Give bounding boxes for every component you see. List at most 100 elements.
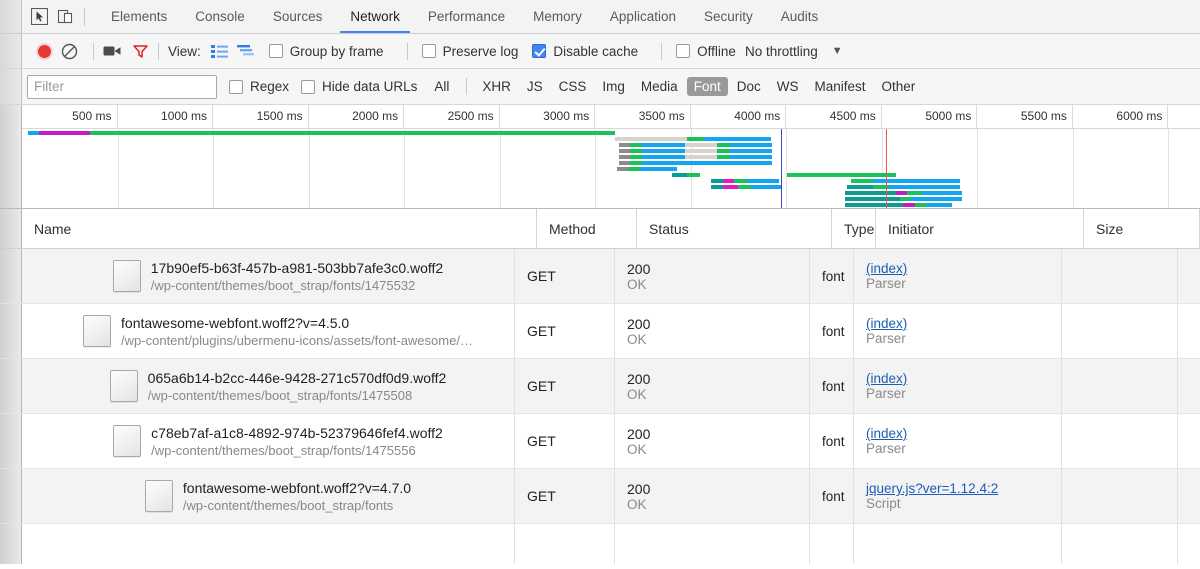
tab-security[interactable]: Security (690, 0, 767, 33)
tab-memory[interactable]: Memory (519, 0, 596, 33)
cell-name[interactable]: fontawesome-webfont.woff2?v=4.5.0/wp-con… (22, 304, 515, 358)
camera-icon[interactable] (103, 44, 122, 58)
column-header-method[interactable]: Method (537, 209, 637, 248)
waterfall-bar-segment (671, 173, 687, 177)
initiator-link[interactable]: jquery.js?ver=1.12.4:2 (866, 481, 999, 496)
table-row[interactable]: fontawesome-webfont.woff2?v=4.5.0/wp-con… (0, 304, 1200, 359)
waterfall-bar-segment (615, 137, 687, 141)
left-gutter (0, 469, 22, 523)
tab-audits[interactable]: Audits (767, 0, 833, 33)
filter-divider (466, 78, 468, 95)
type-filter-other[interactable]: Other (881, 79, 916, 94)
initiator-link[interactable]: (index) (866, 371, 908, 386)
request-path: /wp-content/themes/boot_strap/fonts/1475… (150, 277, 416, 293)
status-text: OK (627, 496, 647, 512)
throttling-select[interactable]: No throttling ▼ (745, 44, 843, 59)
overview-gridline (595, 129, 597, 208)
column-header-name[interactable]: Name (22, 209, 537, 248)
column-header-type[interactable]: Type (832, 209, 876, 248)
inspect-cursor-icon[interactable] (26, 5, 52, 29)
waterfall-bar-segment (850, 179, 874, 183)
regex-checkbox[interactable]: Regex (229, 79, 289, 94)
preserve-log-label: Preserve log (442, 43, 519, 59)
waterfall-bar-segment (639, 167, 678, 171)
left-gutter (0, 304, 22, 358)
cell-initiator[interactable]: (index)Parser (854, 304, 1062, 358)
empty-cell-initiator (854, 524, 1062, 564)
left-gutter (0, 69, 22, 104)
tab-network[interactable]: Network (336, 0, 414, 33)
chevron-down-icon[interactable]: ▼ (831, 45, 843, 57)
waterfall-view-icon[interactable] (235, 41, 257, 61)
preserve-log-checkbox[interactable]: Preserve log (421, 43, 519, 59)
disable-cache-checkbox[interactable]: Disable cache (532, 44, 638, 59)
hide-data-urls-checkbox[interactable]: Hide data URLs (301, 79, 417, 94)
checkbox-box[interactable] (301, 79, 316, 94)
overview-graph[interactable] (22, 129, 1200, 208)
request-name: fontawesome-webfont.woff2?v=4.5.0 (121, 314, 350, 331)
column-header-size[interactable]: Size (1084, 209, 1200, 248)
table-row[interactable]: fontawesome-webfont.woff2?v=4.7.0/wp-con… (0, 469, 1200, 524)
offline-checkbox[interactable]: Offline (676, 44, 736, 59)
tab-sources[interactable]: Sources (259, 0, 337, 33)
device-toolbar-icon[interactable] (52, 5, 78, 29)
waterfall-bar-segment (895, 191, 908, 195)
type-filter-media[interactable]: Media (640, 79, 678, 94)
cell-name[interactable]: 17b90ef5-b63f-457b-a981-503bb7afe3c0.wof… (22, 249, 515, 303)
initiator-link[interactable]: (index) (866, 261, 908, 276)
type-filter-all[interactable]: All (434, 79, 450, 94)
table-row[interactable]: c78eb7af-a1c8-4892-974b-52379646fef4.wof… (0, 414, 1200, 469)
cell-initiator[interactable]: (index)Parser (854, 249, 1062, 303)
cell-name[interactable]: fontawesome-webfont.woff2?v=4.7.0/wp-con… (22, 469, 515, 523)
cell-size (1062, 469, 1178, 523)
funnel-icon[interactable] (132, 43, 149, 60)
cell-name[interactable]: 065a6b14-b2cc-446e-9428-271c570df0d9.wof… (22, 359, 515, 413)
waterfall-bar-segment (733, 179, 748, 183)
initiator-type: Parser (866, 276, 906, 291)
type-filter-doc[interactable]: Doc (736, 79, 761, 94)
checkbox-box[interactable] (532, 44, 547, 58)
record-button-icon[interactable] (38, 44, 51, 58)
overview-gridline (308, 129, 310, 208)
group-by-frame-checkbox[interactable]: Group by frame (268, 44, 384, 59)
column-header-initiator[interactable]: Initiator (876, 209, 1084, 248)
tab-performance[interactable]: Performance (414, 0, 519, 33)
table-row[interactable]: 17b90ef5-b63f-457b-a981-503bb7afe3c0.wof… (0, 249, 1200, 304)
checkbox-box[interactable] (229, 79, 243, 94)
overview-gridline (786, 129, 788, 208)
type-filter-manifest[interactable]: Manifest (814, 79, 866, 94)
checkbox-box[interactable] (676, 44, 691, 58)
cell-name[interactable]: c78eb7af-a1c8-4892-974b-52379646fef4.wof… (22, 414, 515, 468)
list-view-icon[interactable] (209, 41, 231, 61)
type-filter-ws[interactable]: WS (776, 79, 799, 94)
tab-elements[interactable]: Elements (97, 0, 181, 33)
type-filter-font[interactable]: Font (686, 77, 728, 96)
timeline-tick: 500 ms (22, 105, 118, 128)
type-filter-css[interactable]: CSS (558, 79, 587, 94)
cell-method: GET (515, 469, 615, 523)
type-filter-js[interactable]: JS (526, 79, 543, 94)
waterfall-bar-segment (618, 149, 631, 153)
filter-input[interactable] (27, 74, 217, 99)
table-row[interactable]: 065a6b14-b2cc-446e-9428-271c570df0d9.wof… (0, 359, 1200, 414)
column-header-status[interactable]: Status (637, 209, 832, 248)
cell-initiator[interactable]: (index)Parser (854, 414, 1062, 468)
clear-icon[interactable] (61, 43, 78, 60)
type-filter-xhr[interactable]: XHR (482, 79, 511, 94)
file-font-icon (113, 425, 142, 457)
network-toolbar: View: Group by frame Preserve log Disabl… (0, 34, 1200, 69)
type-filter-img[interactable]: Img (602, 79, 625, 94)
checkbox-box[interactable] (421, 44, 436, 58)
tab-application[interactable]: Application (596, 0, 690, 33)
initiator-link[interactable]: (index) (866, 426, 908, 441)
initiator-link[interactable]: (index) (866, 316, 908, 331)
cell-initiator[interactable]: (index)Parser (854, 359, 1062, 413)
checkbox-box[interactable] (268, 44, 283, 58)
empty-cell-name (22, 524, 515, 564)
tab-console[interactable]: Console (181, 0, 259, 33)
